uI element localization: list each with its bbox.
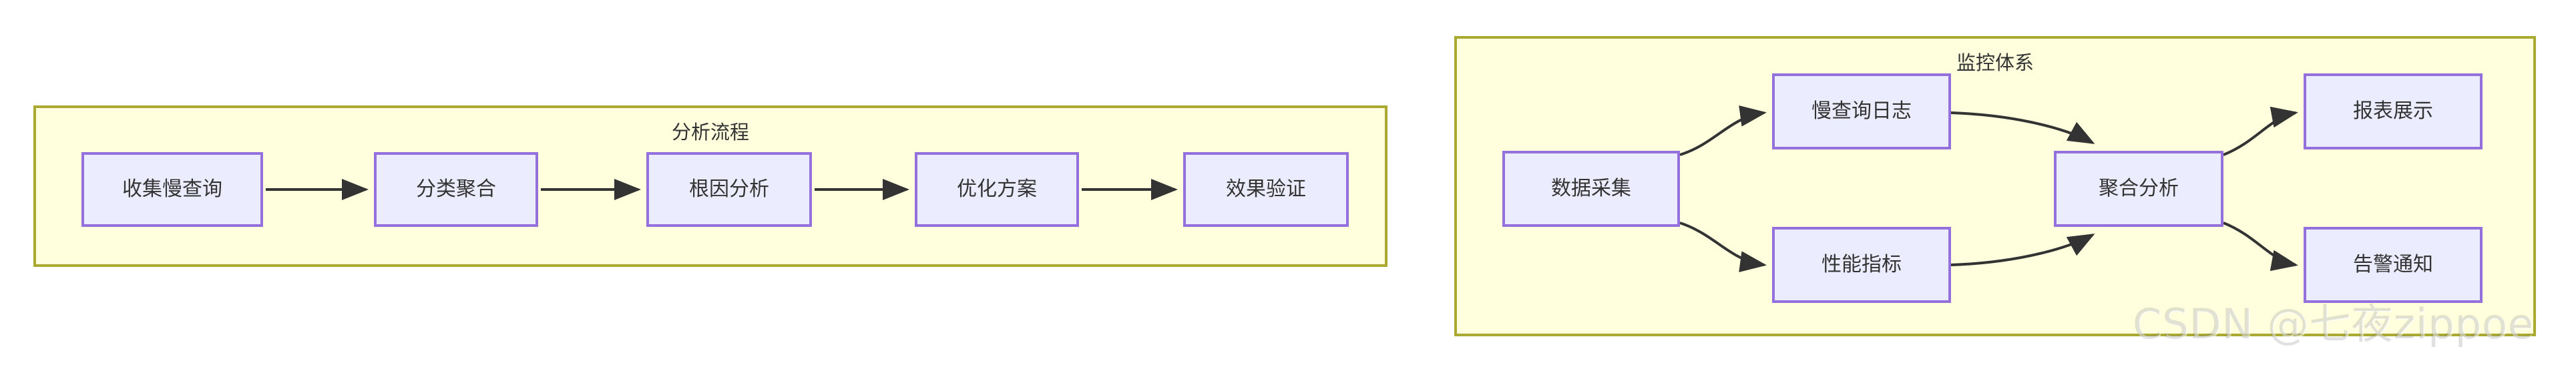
node-report-display[interactable]: 报表展示 <box>2304 73 2483 149</box>
node-label: 效果验证 <box>1226 177 1306 201</box>
node-label: 收集慢查询 <box>122 177 222 201</box>
node-label: 数据采集 <box>1551 177 1631 200</box>
node-classify-aggregate[interactable]: 分类聚合 <box>374 152 538 227</box>
node-root-cause-analysis[interactable]: 根因分析 <box>646 152 812 227</box>
node-aggregation-analysis[interactable]: 聚合分析 <box>2054 151 2223 227</box>
node-label: 性能指标 <box>1821 253 1902 276</box>
node-label: 报表展示 <box>2353 99 2433 123</box>
node-label: 分类聚合 <box>416 177 496 201</box>
node-label: 聚合分析 <box>2099 177 2179 200</box>
node-slow-query-log[interactable]: 慢查询日志 <box>1772 73 1951 149</box>
node-alert-notification[interactable]: 告警通知 <box>2304 227 2483 303</box>
node-data-collection[interactable]: 数据采集 <box>1502 151 1680 227</box>
node-label: 根因分析 <box>689 177 769 201</box>
node-label: 告警通知 <box>2353 253 2433 276</box>
node-label: 优化方案 <box>957 177 1037 201</box>
node-collect-slow-query[interactable]: 收集慢查询 <box>81 152 263 227</box>
subgraph-monitoring-title: 监控体系 <box>1956 51 2034 74</box>
node-effect-verification[interactable]: 效果验证 <box>1183 152 1349 227</box>
subgraph-analysis-title: 分析流程 <box>671 121 749 143</box>
node-label: 慢查询日志 <box>1811 99 1912 123</box>
node-performance-metrics[interactable]: 性能指标 <box>1772 227 1951 303</box>
watermark: CSDN @七夜zippoe <box>2133 300 2535 348</box>
node-optimization-plan[interactable]: 优化方案 <box>915 152 1079 227</box>
